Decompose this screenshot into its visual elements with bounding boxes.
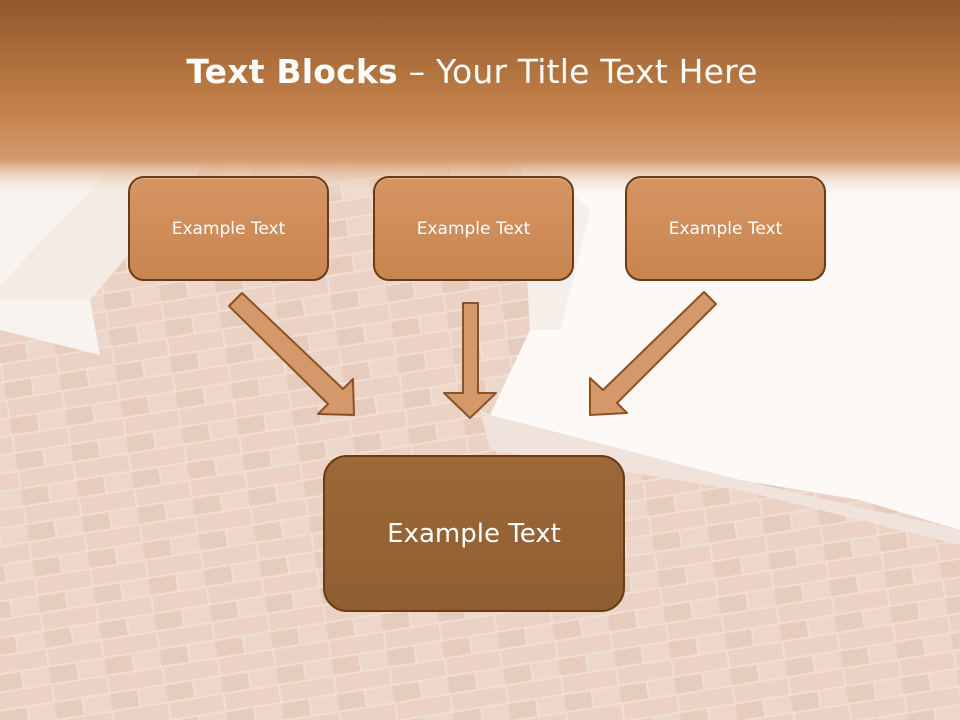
- text-block-1[interactable]: Example Text: [128, 176, 329, 281]
- text-block-2[interactable]: Example Text: [373, 176, 574, 281]
- slide-title: Text Blocks – Your Title Text Here: [0, 52, 944, 91]
- text-block-3[interactable]: Example Text: [625, 176, 826, 281]
- text-block-1-label: Example Text: [171, 218, 286, 239]
- center-text-block-label: Example Text: [387, 518, 561, 549]
- title-rest: – Your Title Text Here: [397, 52, 758, 91]
- center-text-block[interactable]: Example Text: [323, 455, 625, 612]
- text-block-3-label: Example Text: [668, 218, 783, 239]
- title-bold: Text Blocks: [186, 52, 398, 91]
- text-block-2-label: Example Text: [416, 218, 531, 239]
